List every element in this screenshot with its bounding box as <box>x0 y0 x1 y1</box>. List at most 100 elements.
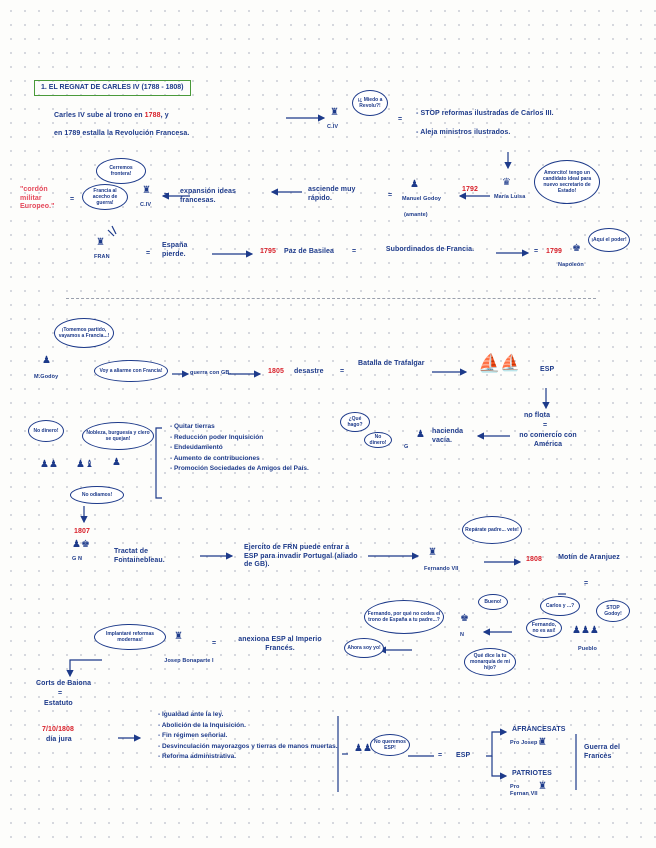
afrancesats: AFRANCESATS <box>512 726 565 735</box>
fran-icon: ♜ <box>96 238 105 248</box>
cerremos-bubble: Cerremos frontera! <box>96 158 146 184</box>
reform-item: - Fin régimen señorial. <box>158 731 338 742</box>
espana-pierde: España pierde. <box>162 242 210 259</box>
estatuto-label: Estatuto <box>44 700 73 709</box>
pueblo-label: Pueblo <box>578 646 597 653</box>
patriotes: PATRIOTES <box>512 770 552 779</box>
c4-label-2: C.IV <box>140 202 151 209</box>
equals-5: = <box>146 250 150 259</box>
c4-label: C.IV <box>327 124 338 131</box>
carlos-bubble: Carlos y ...? <box>540 596 580 616</box>
guerra-gb: guerra con GB. <box>190 370 231 377</box>
equals-1: = <box>398 116 402 125</box>
no-comercio: no comercio con América <box>510 432 586 449</box>
tractat: Tractat de Fontainebleau. <box>114 548 186 565</box>
g-label: G <box>404 444 408 451</box>
ship-icon-2: ⛵ <box>500 356 520 372</box>
patriotes-sub: Pro Fernan VII <box>510 784 540 797</box>
date-1808: 7/10/1808 <box>42 726 74 735</box>
desastre: desastre <box>294 368 324 377</box>
corts-label: Corts de Baiona <box>36 680 91 689</box>
equals-12: = <box>58 690 62 699</box>
napoleon-label: Napoleón <box>558 262 584 269</box>
year-1792: 1792 <box>462 186 478 195</box>
guerra-frances: Guerra del Francès <box>584 744 634 761</box>
year-1808: 1808 <box>526 556 542 565</box>
reform-item: - Igualdad ante la ley. <box>158 710 338 721</box>
fran-label: FRAN <box>94 254 110 261</box>
godoy-label: Manuel Godoy <box>402 196 441 203</box>
equals-13: = <box>438 752 442 761</box>
measure-item: - Endeudamiento <box>170 443 309 454</box>
queen-icon: ♛ <box>502 178 511 188</box>
subordinados: Subordinados de Francia. <box>370 246 490 255</box>
ejercito: Ejercito de FRN puede entrar a ESP para … <box>244 544 360 570</box>
godoy-bubble: ¡Tomemos partido, vayamos a Francia...! <box>54 318 114 348</box>
paz-basilea: Paz de Basilea <box>284 248 334 257</box>
motin: Motín de Aranjuez <box>558 554 620 563</box>
king-icon-2: ♜ <box>142 186 151 196</box>
n-label: N <box>460 632 464 639</box>
no-dinero-bubble: No dinero! <box>364 432 392 448</box>
fernando-cede-bubble: Fernando, por qué no cedes el trono de E… <box>364 600 444 634</box>
measure-item: - Aumento de contribuciones <box>170 454 309 465</box>
godoy-icon-2: ♟ <box>42 356 51 366</box>
revolution-text: en 1789 estalla la Revolución Francesa. <box>54 130 189 139</box>
hacienda: hacienda vacía. <box>432 428 472 445</box>
godoy-icon-3: ♟ <box>416 430 425 440</box>
stop-reforms: - STOP reformas ilustradas de Carlos III… <box>416 110 554 119</box>
equals-10: = <box>584 580 588 589</box>
expansion-text: expansión ideas francesas. <box>180 188 270 205</box>
maria-bubble: Amorcito! tengo un candidato ideal para … <box>534 160 600 204</box>
aleja-ministros: - Aleja ministros ilustrados. <box>416 129 510 138</box>
josep-bubble: Implantaré reformas modernas! <box>94 624 166 650</box>
king-icon: ♜ <box>330 108 339 118</box>
napoleon-bubble: ¡Aquí el poder! <box>588 228 630 252</box>
measure-item: - Reducción poder Inquisición <box>170 433 309 444</box>
esp-label-2: ESP <box>456 752 470 761</box>
patriotes-icon: ♜ <box>538 782 547 792</box>
m-godoy-label: M.Godoy <box>34 374 58 381</box>
no-queremos-bubble: No queremos ESP! <box>370 734 410 756</box>
ahora-bubble: Ahora soy yo! <box>344 638 384 658</box>
asciende-text: asciende muy rápido. <box>308 186 374 203</box>
stop-godoy-bubble: STOP Godoy! <box>596 600 630 622</box>
bourgeois-icon: ♟ <box>112 458 121 468</box>
afrancesats-icon: ♜ <box>538 738 547 748</box>
trafalgar: Batalla de Trafalgar <box>358 360 428 369</box>
equals-3: = <box>164 192 168 201</box>
esp-label: ESP <box>540 366 554 375</box>
intro-text: Carles IV sube al trono en 1788, y <box>54 112 169 121</box>
reform-item: - Reforma administrativa. <box>158 752 338 763</box>
equals-11: = <box>212 640 216 649</box>
voy-bubble: Voy a aliarme con Francia! <box>94 360 168 382</box>
year-1788: 1788 <box>145 112 161 119</box>
napoleon-icon-2: ♚ <box>460 614 469 624</box>
fernando-pc-bubble: Fernando, no es así! <box>526 618 562 638</box>
maria-luisa-label: María Luisa <box>494 194 525 201</box>
g-n-label: G N <box>72 556 82 563</box>
cordon-text: "cordón militar Europeo." <box>20 186 68 212</box>
year-1799: 1799 <box>546 248 562 257</box>
clergy-icon: ♟♝ <box>76 460 94 470</box>
reforms-list: - Igualdad ante la ley. - Abolición de l… <box>158 710 338 763</box>
fear-bubble: ¡¿ Miedo a Revolu?! <box>352 90 388 116</box>
equals-9: = <box>543 422 547 431</box>
measures-list: - Quitar tierras - Reducción poder Inqui… <box>170 422 309 475</box>
que-dice-bubble: Qué dice la tu monarquía de mi hijo? <box>464 648 516 676</box>
que-bubble: ¿Qué hago? <box>340 412 370 432</box>
godoy-napoleon-icon: ♟♚ <box>72 540 90 550</box>
year-1795: 1795 <box>260 248 276 257</box>
year-1805: 1805 <box>268 368 284 377</box>
bueno-bubble: Bueno! <box>478 594 508 610</box>
equals-6: = <box>352 248 356 257</box>
year-1807: 1807 <box>74 528 90 537</box>
no-flota: no flota <box>524 412 550 421</box>
godoy-icon: ♟ <box>410 180 419 190</box>
equals-8: = <box>340 368 344 377</box>
ship-icon: ⛵ <box>478 354 500 372</box>
napoleon-icon: ♚ <box>572 244 581 254</box>
no-dinero-bubble-2: No dinero! <box>28 420 64 442</box>
equals-4: = <box>70 196 74 205</box>
